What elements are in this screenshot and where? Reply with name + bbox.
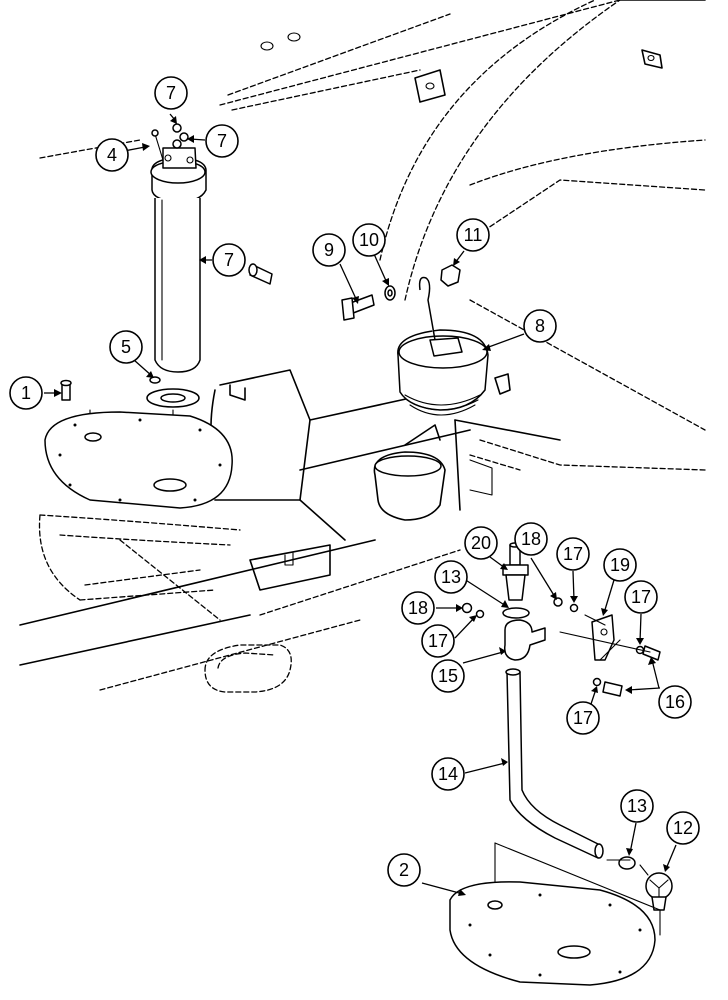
callout-15: 15 <box>431 659 465 693</box>
callout-label: 9 <box>324 240 334 260</box>
callout-16: 16 <box>658 685 692 719</box>
frame-holes <box>260 32 663 103</box>
callout-label: 16 <box>665 692 685 712</box>
hardware-9-10-11 <box>341 264 461 321</box>
callout-label: 2 <box>399 860 409 880</box>
callout-18-top: 18 <box>514 522 548 556</box>
callout-11: 11 <box>456 218 490 252</box>
callout-17-mid: 17 <box>556 537 590 571</box>
callout-17-left: 17 <box>421 624 455 658</box>
callout-13-upper: 13 <box>434 560 468 594</box>
fuel-filler-cap <box>373 276 511 521</box>
callout-label: 8 <box>535 316 545 336</box>
callout-label: 13 <box>627 796 647 816</box>
callout-label: 20 <box>471 533 491 553</box>
callout-label: 17 <box>631 587 651 607</box>
callout-10: 10 <box>352 223 386 257</box>
sender-gasket <box>146 376 200 481</box>
lower-cover-plate <box>449 881 656 986</box>
callout-18-left: 18 <box>401 591 435 625</box>
fuel-sender-unit <box>150 123 207 373</box>
callout-label: 1 <box>21 383 31 403</box>
callout-7-top: 7 <box>154 76 188 110</box>
frame-outline <box>19 0 706 693</box>
callout-19: 19 <box>603 548 637 582</box>
callout-leaders <box>44 113 677 896</box>
callout-label: 18 <box>408 598 428 618</box>
callout-1: 1 <box>9 376 43 410</box>
callout-7-right: 7 <box>205 124 239 158</box>
callout-9: 9 <box>312 233 346 267</box>
callout-8: 8 <box>523 309 557 343</box>
callout-label: 7 <box>217 131 227 151</box>
callout-label: 5 <box>121 337 131 357</box>
vent-assembly <box>461 542 673 936</box>
callout-5: 5 <box>109 330 143 364</box>
callout-label: 12 <box>673 818 693 838</box>
callout-label: 18 <box>521 529 541 549</box>
callout-label: 15 <box>438 666 458 686</box>
callout-label: 14 <box>438 764 458 784</box>
callout-13-lower: 13 <box>620 789 654 823</box>
callout-label: 17 <box>428 631 448 651</box>
callout-17-bottom: 17 <box>566 701 600 735</box>
callout-2: 2 <box>387 853 421 887</box>
callout-14: 14 <box>431 757 465 791</box>
callout-label: 4 <box>107 145 117 165</box>
upper-cover-plate <box>44 411 233 509</box>
callout-7-tube: 7 <box>212 243 246 277</box>
callout-label: 10 <box>359 230 379 250</box>
callout-label: 13 <box>441 567 461 587</box>
callout-12: 12 <box>666 811 700 845</box>
callout-4: 4 <box>95 138 129 172</box>
callout-label: 17 <box>573 708 593 728</box>
callout-17-right: 17 <box>624 580 658 614</box>
callout-label: 7 <box>166 83 176 103</box>
callout-label: 7 <box>224 250 234 270</box>
sender-bolt <box>248 263 273 285</box>
callout-label: 19 <box>610 555 630 575</box>
callout-label: 11 <box>464 225 483 245</box>
callout-label: 17 <box>563 544 583 564</box>
callout-20: 20 <box>464 526 498 560</box>
